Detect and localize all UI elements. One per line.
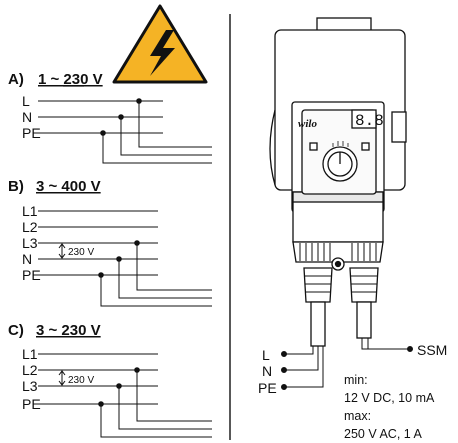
high-voltage-warning-icon — [112, 4, 208, 84]
section-c-letter: C) — [8, 322, 24, 339]
section-b — [38, 210, 212, 307]
b-line-l1: L1 — [22, 203, 38, 219]
section-b-letter: B) — [8, 178, 24, 195]
ssm-label: SSM — [417, 342, 447, 358]
section-a-supply: 1 ~ 230 V — [38, 71, 103, 88]
c-line-l1: L1 — [22, 346, 38, 362]
display-readout: 8.8 — [355, 112, 384, 130]
pump-terminal-n: N — [262, 363, 272, 379]
c-voltage-note: 230 V — [68, 375, 94, 386]
pump-terminal-pe: PE — [258, 380, 277, 396]
b-line-pe: PE — [22, 267, 41, 283]
ssm-max-label: max: — [344, 409, 371, 423]
a-line-l: L — [22, 93, 30, 109]
section-a-letter: A) — [8, 71, 24, 88]
ssm-max-value: 250 V AC, 1 A — [344, 427, 422, 441]
a-line-n: N — [22, 109, 32, 125]
b-line-l2: L2 — [22, 219, 38, 235]
b-line-n: N — [22, 251, 32, 267]
b-voltage-note: 230 V — [68, 247, 94, 258]
ssm-min-label: min: — [344, 373, 368, 387]
a-line-pe: PE — [22, 125, 41, 141]
c-line-pe: PE — [22, 396, 41, 412]
pump-terminal-l: L — [262, 347, 270, 363]
c-line-l2: L2 — [22, 362, 38, 378]
section-b-supply: 3 ~ 400 V — [36, 178, 101, 195]
pump-terminal-wiring — [281, 338, 413, 390]
brand-logo: wilo — [298, 118, 317, 130]
pump-device — [269, 17, 407, 347]
b-line-l3: L3 — [22, 235, 38, 251]
c-line-l3: L3 — [22, 378, 38, 394]
section-c — [38, 353, 212, 438]
ssm-min-value: 12 V DC, 10 mA — [344, 391, 435, 405]
section-a — [38, 85, 212, 164]
section-c-supply: 3 ~ 230 V — [36, 322, 101, 339]
